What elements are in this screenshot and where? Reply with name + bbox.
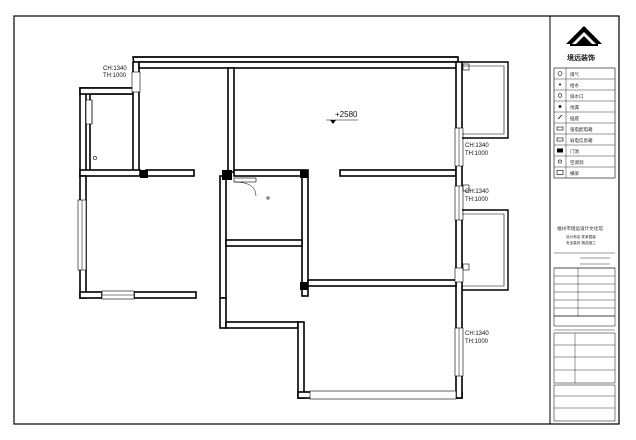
level-value: +2580 [335, 110, 358, 119]
wall-mid-c [339, 169, 457, 177]
wall-lower-col [297, 321, 305, 399]
balcony-mid [462, 209, 509, 291]
wall-upper-top [138, 61, 459, 69]
wall-kitchen-top [79, 87, 139, 95]
socket-icon [557, 114, 563, 120]
company-line-2: 安全高效 精品施工 [566, 240, 596, 245]
wall-right-mid-1 [307, 279, 457, 287]
legend-label-5: 强电配电箱 [570, 126, 593, 133]
title-block: 境远装饰 煤气 给水 排水口 地 [553, 26, 616, 422]
ac-icon [558, 159, 562, 164]
beam-2 [222, 170, 232, 180]
company-title: 福州市境远设计文化馆 [557, 225, 603, 232]
weak-box-icon [556, 137, 564, 142]
th-label-right-3: TH:1000 [465, 339, 489, 345]
wall-mid-b [233, 169, 309, 177]
company-line-1: 设计师名 陈家园装 [566, 234, 596, 239]
wall-lower-left-b [225, 321, 299, 329]
ch-label-top-left: CH:1340 [103, 66, 127, 72]
legend-label-8: 空调洞 [570, 159, 584, 166]
right-windows [454, 127, 464, 377]
switchboard-icon [556, 126, 564, 131]
floor-drain-icon [558, 105, 562, 108]
window-bottom-right [309, 390, 457, 400]
th-label-right-1: TH:1000 [465, 151, 489, 157]
balcony-top [462, 61, 509, 139]
legend-label-4: 插座 [570, 115, 579, 122]
wall-lower-left [219, 297, 227, 329]
wall-mid-a [145, 169, 195, 177]
legend-label-3: 地漏 [570, 104, 579, 111]
ac-icon-2 [462, 263, 470, 271]
legend-label-9: 横梁 [570, 170, 579, 177]
wall-kitchen-left [79, 87, 87, 177]
title-block-frame [549, 15, 620, 425]
floor-plan: +2580 CH:1340 TH:1000 CH:1340 TH:1000 CH… [77, 56, 509, 400]
brand-logo [566, 26, 602, 46]
level-marker: +2580 [326, 110, 358, 124]
wall-right-outer [455, 61, 463, 399]
ch-label-right-3: CH:1340 [465, 331, 489, 337]
wall-bath-right [301, 175, 309, 297]
gas-icon [557, 71, 563, 76]
door-bath [233, 177, 257, 197]
beam-1 [140, 170, 148, 178]
wall-left-room-right [219, 175, 227, 299]
info-rows [553, 252, 616, 422]
window-r4 [454, 267, 464, 283]
ac-icon-3 [462, 184, 470, 192]
legend-label-0: 煤气 [570, 71, 579, 78]
legend-label-2: 排水口 [570, 93, 584, 100]
door-kitchen [85, 99, 93, 125]
drain-icon [557, 93, 563, 98]
water-icon [559, 83, 561, 86]
brand-name: 境远装饰 [567, 53, 595, 62]
window-top-left [131, 71, 141, 93]
wall-mid-left [79, 169, 141, 177]
floor-drain-icon [93, 156, 97, 160]
door-icon [557, 148, 563, 153]
ac-icon [462, 63, 470, 71]
legend-label-6: 弱电信息箱 [570, 137, 593, 144]
ch-label-right-2: CH:1340 [465, 189, 489, 195]
beam-3 [300, 170, 308, 178]
legend-label-7: 门洞 [570, 148, 579, 155]
water-icon [266, 196, 270, 200]
th-label-top-left: TH:1000 [103, 73, 127, 79]
wall-left-room-bottom [79, 291, 103, 299]
wall-bath-bottom [225, 239, 303, 247]
ch-label-right-1: CH:1340 [465, 143, 489, 149]
legend-table: 煤气 给水 排水口 地漏 插座 强电配电箱 弱电信息箱 门洞 空调洞 横梁 [553, 67, 616, 179]
beam-4 [300, 282, 308, 290]
wall-upper-partition [227, 67, 235, 173]
legend-label-1: 给水 [570, 82, 579, 89]
th-label-right-2: TH:1000 [465, 197, 489, 203]
wall-left-room-bottom-b [133, 291, 197, 299]
beam-icon [556, 170, 564, 175]
